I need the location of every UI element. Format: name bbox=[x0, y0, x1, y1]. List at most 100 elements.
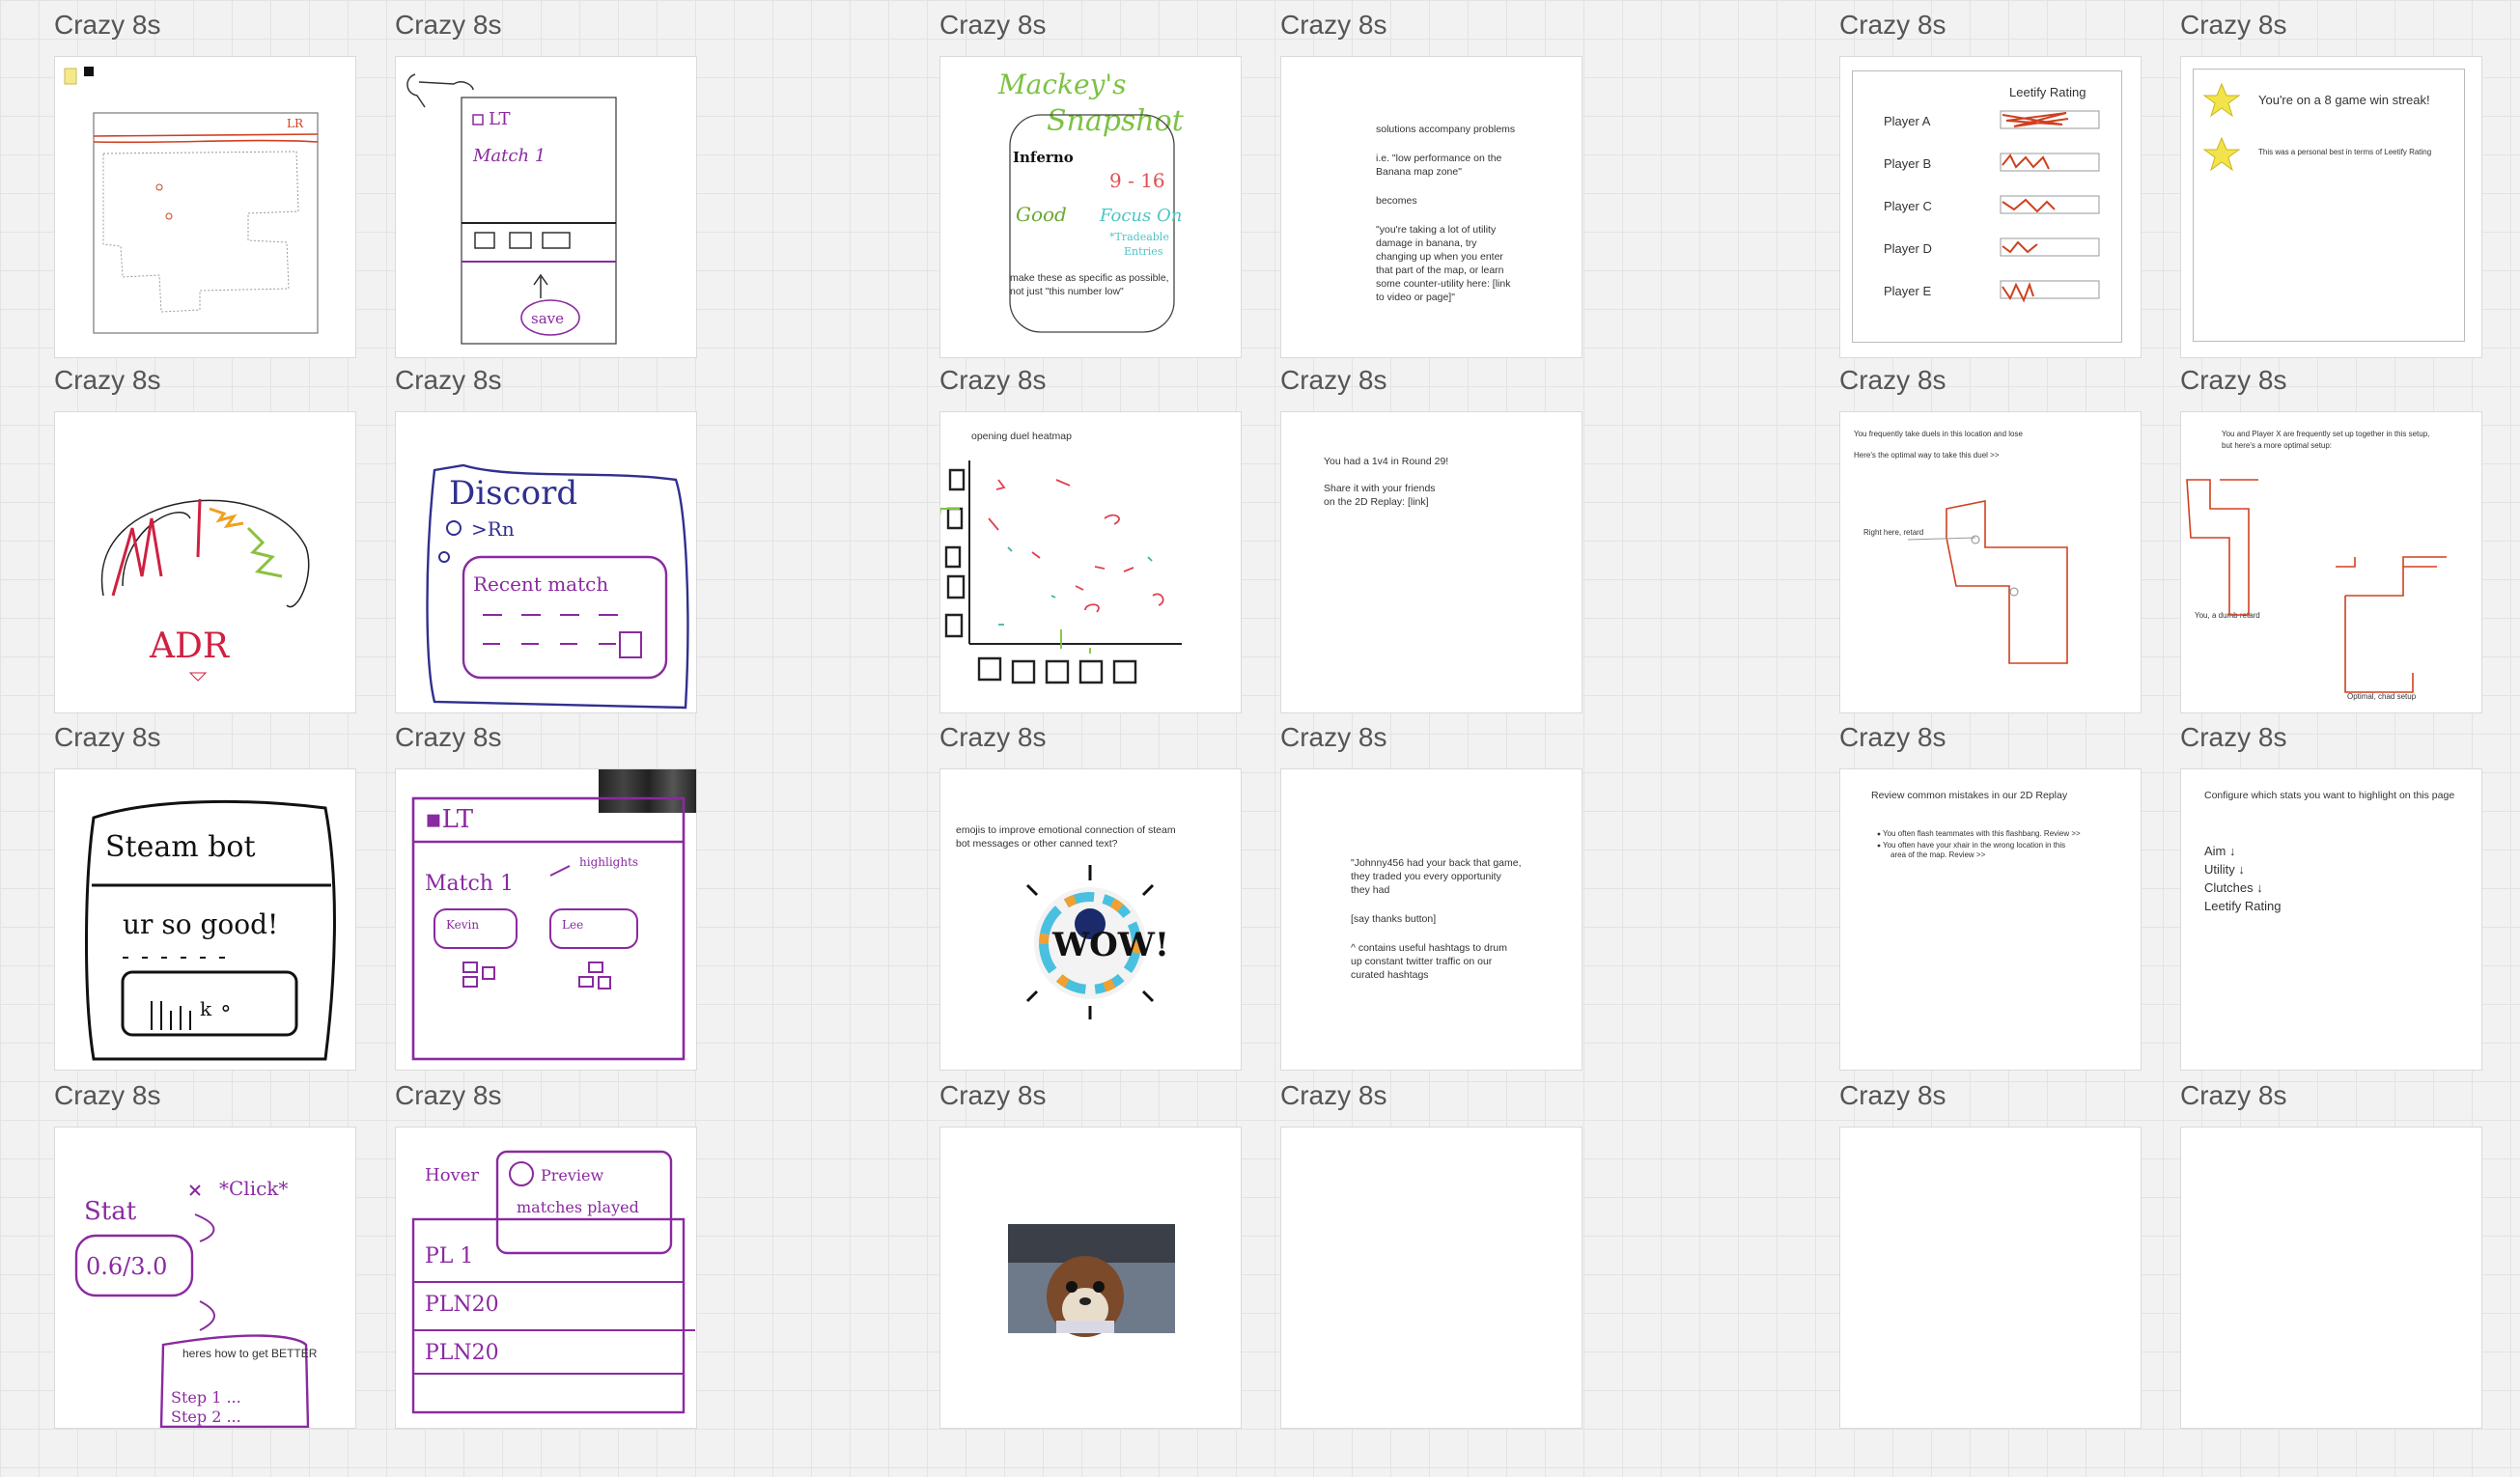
frame-title[interactable]: Crazy 8s bbox=[54, 722, 161, 752]
frame-title[interactable]: Crazy 8s bbox=[2180, 1080, 2287, 1110]
rating-header: Leetify Rating bbox=[2009, 85, 2086, 99]
frame-title[interactable]: Crazy 8s bbox=[395, 722, 502, 752]
frame-title[interactable]: Crazy 8s bbox=[1280, 10, 1387, 40]
sketch-note: make these as specific as possible, bbox=[1010, 272, 1169, 284]
stat-option[interactable]: Leetify Rating bbox=[2204, 899, 2282, 913]
frame-title[interactable]: Crazy 8s bbox=[54, 10, 161, 40]
frame-title[interactable]: Crazy 8s bbox=[54, 1080, 161, 1110]
frame-title[interactable]: Crazy 8s bbox=[1280, 722, 1387, 752]
crazy8s-frame-9[interactable]: opening duel heatmap bbox=[939, 411, 1242, 713]
sketch-map-wireframe: LR bbox=[64, 67, 319, 334]
crazy8s-frame-6[interactable]: You're on a 8 game win streak! This was … bbox=[2180, 56, 2482, 358]
sketch-list: Hover Preview matches played PL 1 PLN20 … bbox=[411, 1150, 695, 1414]
frame-title[interactable]: Crazy 8s bbox=[1280, 365, 1387, 395]
text-line: [say thanks button] bbox=[1351, 913, 1437, 925]
stat-option[interactable]: Clutches ↓ bbox=[2204, 880, 2263, 895]
text-line: Here's the optimal way to take this duel… bbox=[1854, 451, 2000, 460]
svg-text:Steam bot: Steam bot bbox=[105, 830, 256, 864]
frame-title[interactable]: Crazy 8s bbox=[939, 1080, 1047, 1110]
crazy8s-frame-7[interactable]: ADR bbox=[54, 411, 356, 713]
crazy8s-frame-15[interactable]: emojis to improve emotional connection o… bbox=[939, 768, 1242, 1071]
sketch-stat-click: Stat *Click* 0.6/3.0 Step 1 ... Step 2 .… bbox=[74, 1177, 310, 1428]
crazy8s-frame-16[interactable]: "Johnny456 had your back that game, they… bbox=[1280, 768, 1582, 1071]
svg-text:Match 1: Match 1 bbox=[472, 146, 546, 166]
frame-title[interactable]: Crazy 8s bbox=[939, 365, 1047, 395]
crazy8s-frame-5[interactable]: Leetify Rating Player A Player B Player … bbox=[1839, 56, 2142, 358]
svg-text:Lee: Lee bbox=[562, 918, 583, 932]
svg-text:Preview: Preview bbox=[541, 1166, 604, 1184]
svg-text:Discord: Discord bbox=[449, 474, 577, 513]
frame-title[interactable]: Crazy 8s bbox=[2180, 10, 2287, 40]
text-line: up constant twitter traffic on our bbox=[1351, 956, 1493, 967]
frame-title[interactable]: Crazy 8s bbox=[2180, 365, 2287, 395]
crazy8s-frame-11[interactable]: You frequently take duels in this locati… bbox=[1839, 411, 2142, 713]
stat-option[interactable]: Utility ↓ bbox=[2204, 862, 2245, 877]
text-line: You and Player X are frequently set up t… bbox=[2222, 430, 2430, 438]
crazy8s-frame-8[interactable]: Discord >Rn Recent match bbox=[395, 411, 697, 713]
sketch-note: not just "this number low" bbox=[1010, 286, 1124, 297]
crazy8s-frame-23[interactable] bbox=[1839, 1127, 2142, 1429]
chipmunk-photo bbox=[1008, 1224, 1175, 1337]
frame-title[interactable]: Crazy 8s bbox=[1839, 365, 1946, 395]
crazy8s-frame-21[interactable] bbox=[939, 1127, 1242, 1429]
svg-text:PLN20: PLN20 bbox=[425, 1341, 499, 1365]
svg-text:ur so good!: ur so good! bbox=[123, 908, 278, 940]
frame-title[interactable]: Crazy 8s bbox=[395, 1080, 502, 1110]
crazy8s-frame-17[interactable]: Review common mistakes in our 2D Replay … bbox=[1839, 768, 2142, 1071]
text-line: on the 2D Replay: [link] bbox=[1324, 496, 1429, 508]
stat-option[interactable]: Aim ↓ bbox=[2204, 844, 2236, 858]
sketch-map-label: Inferno bbox=[1013, 149, 1074, 166]
crazy8s-frame-13[interactable]: Steam bot ur so good! k ⚬ bbox=[54, 768, 356, 1071]
frame-title[interactable]: Crazy 8s bbox=[1839, 722, 1946, 752]
wow-text: WOW! bbox=[1052, 926, 1169, 964]
text-line: You frequently take duels in this locati… bbox=[1854, 430, 2023, 438]
crazy8s-frame-12[interactable]: You and Player X are frequently set up t… bbox=[2180, 411, 2482, 713]
svg-text:Stat: Stat bbox=[84, 1197, 137, 1226]
text-line: "you're taking a lot of utility bbox=[1376, 224, 1497, 236]
svg-text:0.6/3.0: 0.6/3.0 bbox=[86, 1253, 167, 1280]
player-label: Player C bbox=[1884, 199, 1932, 213]
text-line: they traded you every opportunity bbox=[1351, 871, 1501, 882]
svg-text:LT: LT bbox=[489, 109, 511, 129]
frame-title[interactable]: Crazy 8s bbox=[54, 365, 161, 395]
crazy8s-frame-20[interactable]: Hover Preview matches played PL 1 PLN20 … bbox=[395, 1127, 697, 1429]
crazy8s-frame-22[interactable] bbox=[1280, 1127, 1582, 1429]
svg-text:highlights: highlights bbox=[579, 855, 638, 869]
crazy8s-frame-2[interactable]: LT Match 1 save bbox=[395, 56, 697, 358]
heatmap-title: opening duel heatmap bbox=[971, 431, 1072, 442]
crazy8s-frame-24[interactable] bbox=[2180, 1127, 2482, 1429]
svg-text:*Click*: *Click* bbox=[219, 1177, 288, 1200]
svg-text:Step 2 ...: Step 2 ... bbox=[171, 1407, 241, 1426]
svg-text:PLN20: PLN20 bbox=[425, 1293, 499, 1317]
crazy8s-frame-3[interactable]: Mackey's Snapshot 9 - 16 Good Focus On *… bbox=[939, 56, 1242, 358]
svg-text:save: save bbox=[531, 310, 564, 327]
text-line: emojis to improve emotional connection o… bbox=[956, 824, 1176, 836]
crazy8s-frame-18[interactable]: Configure which stats you want to highli… bbox=[2180, 768, 2482, 1071]
crazy8s-frame-1[interactable]: LR bbox=[54, 56, 356, 358]
streak-title: You're on a 8 game win streak! bbox=[2258, 93, 2430, 107]
crazy8s-frame-10[interactable]: You had a 1v4 in Round 29! Share it with… bbox=[1280, 411, 1582, 713]
frame-title[interactable]: Crazy 8s bbox=[395, 10, 502, 40]
sketch-ct-label bbox=[940, 508, 960, 517]
star-icon bbox=[2202, 82, 2241, 172]
frame-title[interactable]: Crazy 8s bbox=[939, 10, 1047, 40]
crazy8s-frame-19[interactable]: Stat *Click* 0.6/3.0 Step 1 ... Step 2 .… bbox=[54, 1127, 356, 1429]
crazy8s-frame-14[interactable]: ▪LT Match 1 highlights Kevin Lee bbox=[395, 768, 697, 1071]
frame-title[interactable]: Crazy 8s bbox=[395, 365, 502, 395]
svg-text:9 - 16: 9 - 16 bbox=[1109, 169, 1165, 192]
frame-title[interactable]: Crazy 8s bbox=[939, 722, 1047, 752]
text-line: damage in banana, try bbox=[1376, 237, 1477, 249]
text-line: Banana map zone" bbox=[1376, 166, 1462, 178]
svg-text:>Rn: >Rn bbox=[471, 517, 515, 541]
player-label: Player A bbox=[1884, 114, 1931, 128]
svg-text:*Tradeable: *Tradeable bbox=[1109, 231, 1169, 243]
review-bullet: You often flash teammates with this flas… bbox=[1883, 829, 2081, 838]
text-line: curated hashtags bbox=[1351, 969, 1429, 981]
frame-title[interactable]: Crazy 8s bbox=[1839, 1080, 1946, 1110]
sketch-adr-arc: ADR bbox=[100, 498, 310, 682]
frame-title[interactable]: Crazy 8s bbox=[1280, 1080, 1387, 1110]
frame-title[interactable]: Crazy 8s bbox=[2180, 722, 2287, 752]
crazy8s-frame-4[interactable]: solutions accompany problems i.e. "low p… bbox=[1280, 56, 1582, 358]
svg-text:PL 1: PL 1 bbox=[425, 1244, 473, 1268]
frame-title[interactable]: Crazy 8s bbox=[1839, 10, 1946, 40]
